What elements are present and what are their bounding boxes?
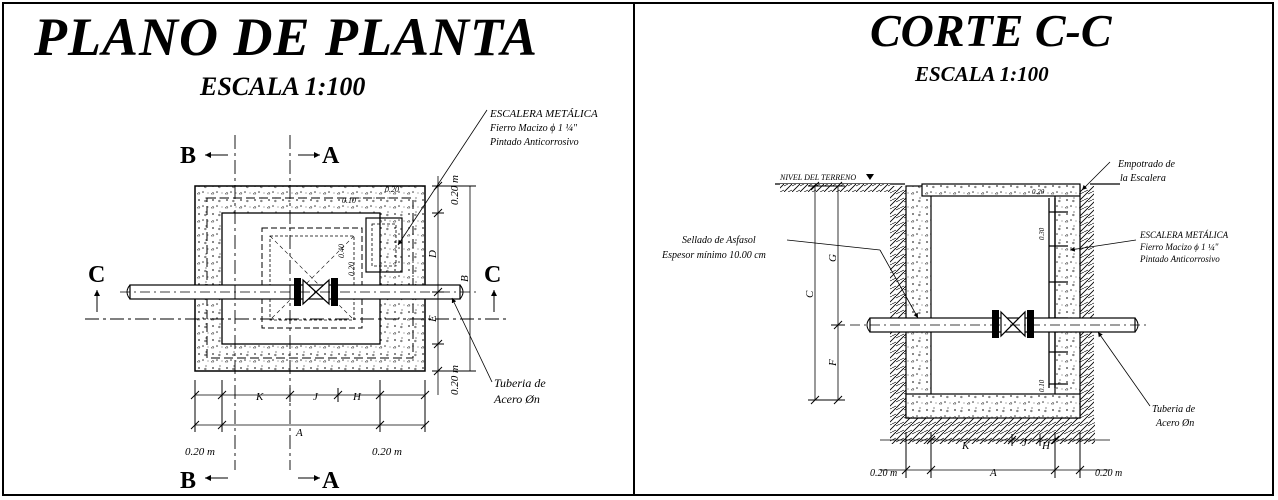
plan-mark-a-top: A [322, 143, 340, 169]
embed-note-1: Empotrado de [1117, 159, 1176, 170]
earth-right [1080, 186, 1094, 426]
seal-note-1: Sellado de Asfasol [682, 235, 756, 246]
section-title: CORTE C-C [870, 5, 1112, 56]
plan-dim-010: 0.10 [342, 196, 356, 205]
earth-left [890, 186, 906, 426]
section-valve [1000, 310, 1026, 338]
section-flange-right [1027, 310, 1034, 338]
plan-mark-b-bottom: B [180, 468, 196, 494]
section-ladder-note-1: ESCALERA METÁLICA [1139, 230, 1229, 240]
plan-dim-wall-left: 0.20 m [185, 446, 215, 458]
plan-ladder-note-2: Fierro Macizo ϕ 1 ¼" [489, 123, 578, 134]
section-dim-f: F [827, 359, 839, 367]
section-flange-left [992, 310, 999, 338]
embed-note-2: la Escalera [1120, 173, 1166, 184]
section-dim-rung-a: 0.30 [1038, 227, 1046, 240]
plan-ladder [365, 217, 403, 273]
plan-mark-c-left: C [88, 262, 105, 288]
plan-dim-a: A [295, 427, 303, 439]
plan-view: B A B A C C 0.20 m D E B 0.20 m 0.20 0. [85, 108, 598, 494]
section-dim-g: G [827, 254, 839, 262]
plan-dim-k: K [255, 391, 264, 403]
plan-pipe-note-2: Acero Øn [493, 392, 540, 406]
plan-dim-b: B [459, 275, 471, 282]
section-pipe-note-2: Acero Øn [1155, 418, 1194, 429]
plan-mark-c-right: C [484, 262, 501, 288]
section-dim-c: C [804, 290, 816, 298]
plan-dim-d: D [427, 250, 439, 259]
plan-dim-wall-bottom: 0.20 m [449, 365, 461, 395]
section-dim-wall-right: 0.20 m [1095, 468, 1122, 479]
section-right-wall [1054, 185, 1081, 419]
section-dim-j: J [1022, 437, 1028, 449]
section-dim-rung-b: 0.10 [1038, 379, 1046, 392]
plan-pipe-note-1: Tuberia de [494, 376, 546, 390]
ground-level-label: NIVEL DEL TERRENO [779, 173, 856, 182]
section-floor [905, 393, 1081, 419]
plan-dim-h: H [352, 391, 362, 403]
section-dim-wall-left: 0.20 m [870, 468, 897, 479]
section-dim-top: 0.20 [1032, 188, 1045, 196]
section-dim-a: A [989, 467, 997, 479]
plan-mark-b-top: B [180, 143, 196, 169]
plan-dim-040: 0.40 [337, 244, 346, 258]
plan-title: PLANO DE PLANTA [34, 7, 539, 67]
section-top-slab [921, 183, 1081, 197]
section-scale: ESCALA 1:100 [915, 62, 1049, 86]
plan-mark-a-bottom: A [322, 468, 340, 494]
seal-note-2: Espesor mínimo 10.00 cm [661, 250, 766, 261]
section-ladder-note-2: Fierro Macizo ϕ 1 ¼" [1139, 242, 1219, 252]
plan-scale: ESCALA 1:100 [200, 72, 366, 101]
section-dim-k: K [961, 440, 970, 452]
plan-dim-wall-right: 0.20 m [372, 446, 402, 458]
section-view: NIVEL DEL TERRENO [661, 159, 1229, 479]
plan-dim-wall-top: 0.20 m [449, 175, 461, 205]
plan-dim-e: E [427, 315, 439, 323]
section-pipe-note-1: Tuberia de [1152, 404, 1196, 415]
section-ladder-note-3: Pintado Anticorrosivo [1139, 254, 1220, 264]
plan-ladder-note-1: ESCALERA METÁLICA [489, 108, 598, 120]
plan-flange-left [294, 278, 301, 306]
section-left-wall [905, 185, 932, 419]
plan-dim-020-inner: 0.20 [385, 185, 399, 194]
plan-dim-j: J [313, 391, 319, 403]
plan-dim-020-v: 0.20 [347, 262, 356, 276]
panel-divider [633, 2, 635, 496]
plan-ladder-note-3: Pintado Anticorrosivo [489, 137, 579, 148]
section-dim-h: H [1041, 440, 1051, 452]
